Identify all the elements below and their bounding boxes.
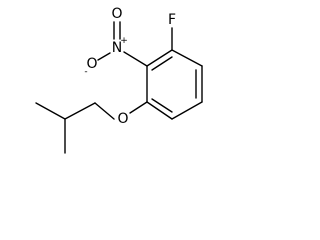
ring-double-bond-inner-1	[151, 56, 173, 71]
nitro-oxygen-double-label: O	[111, 6, 122, 22]
ring-double-bond-inner-3	[151, 98, 173, 113]
nitro-oxygen-single-label: O	[86, 56, 97, 72]
ring-bond-c1-c2	[146, 49, 173, 67]
nitro-oxygen-single-charge: -	[84, 67, 87, 77]
molecule-structure-diagram: F N + O O - O	[35, 6, 203, 154]
bond-n-o-single	[97, 52, 111, 61]
ring-bond-c4-c5	[171, 101, 203, 120]
benzene-ring	[146, 49, 203, 120]
ether-oxygen-label: O	[117, 111, 128, 127]
nitro-nitrogen-charge: +	[120, 36, 128, 46]
bond-ch2-ch	[64, 102, 96, 120]
nitro-nitrogen-label: N	[112, 40, 122, 56]
bond-c-n	[123, 51, 148, 67]
ring-bond-c5-c6	[146, 101, 173, 120]
ring-bond-c2-c3	[171, 49, 203, 67]
fluorine-atom-label: F	[168, 12, 176, 28]
bond-ch-ch3-upper	[35, 102, 66, 120]
bond-o-ch2	[94, 102, 115, 120]
bond-c-o-ether	[129, 101, 148, 114]
